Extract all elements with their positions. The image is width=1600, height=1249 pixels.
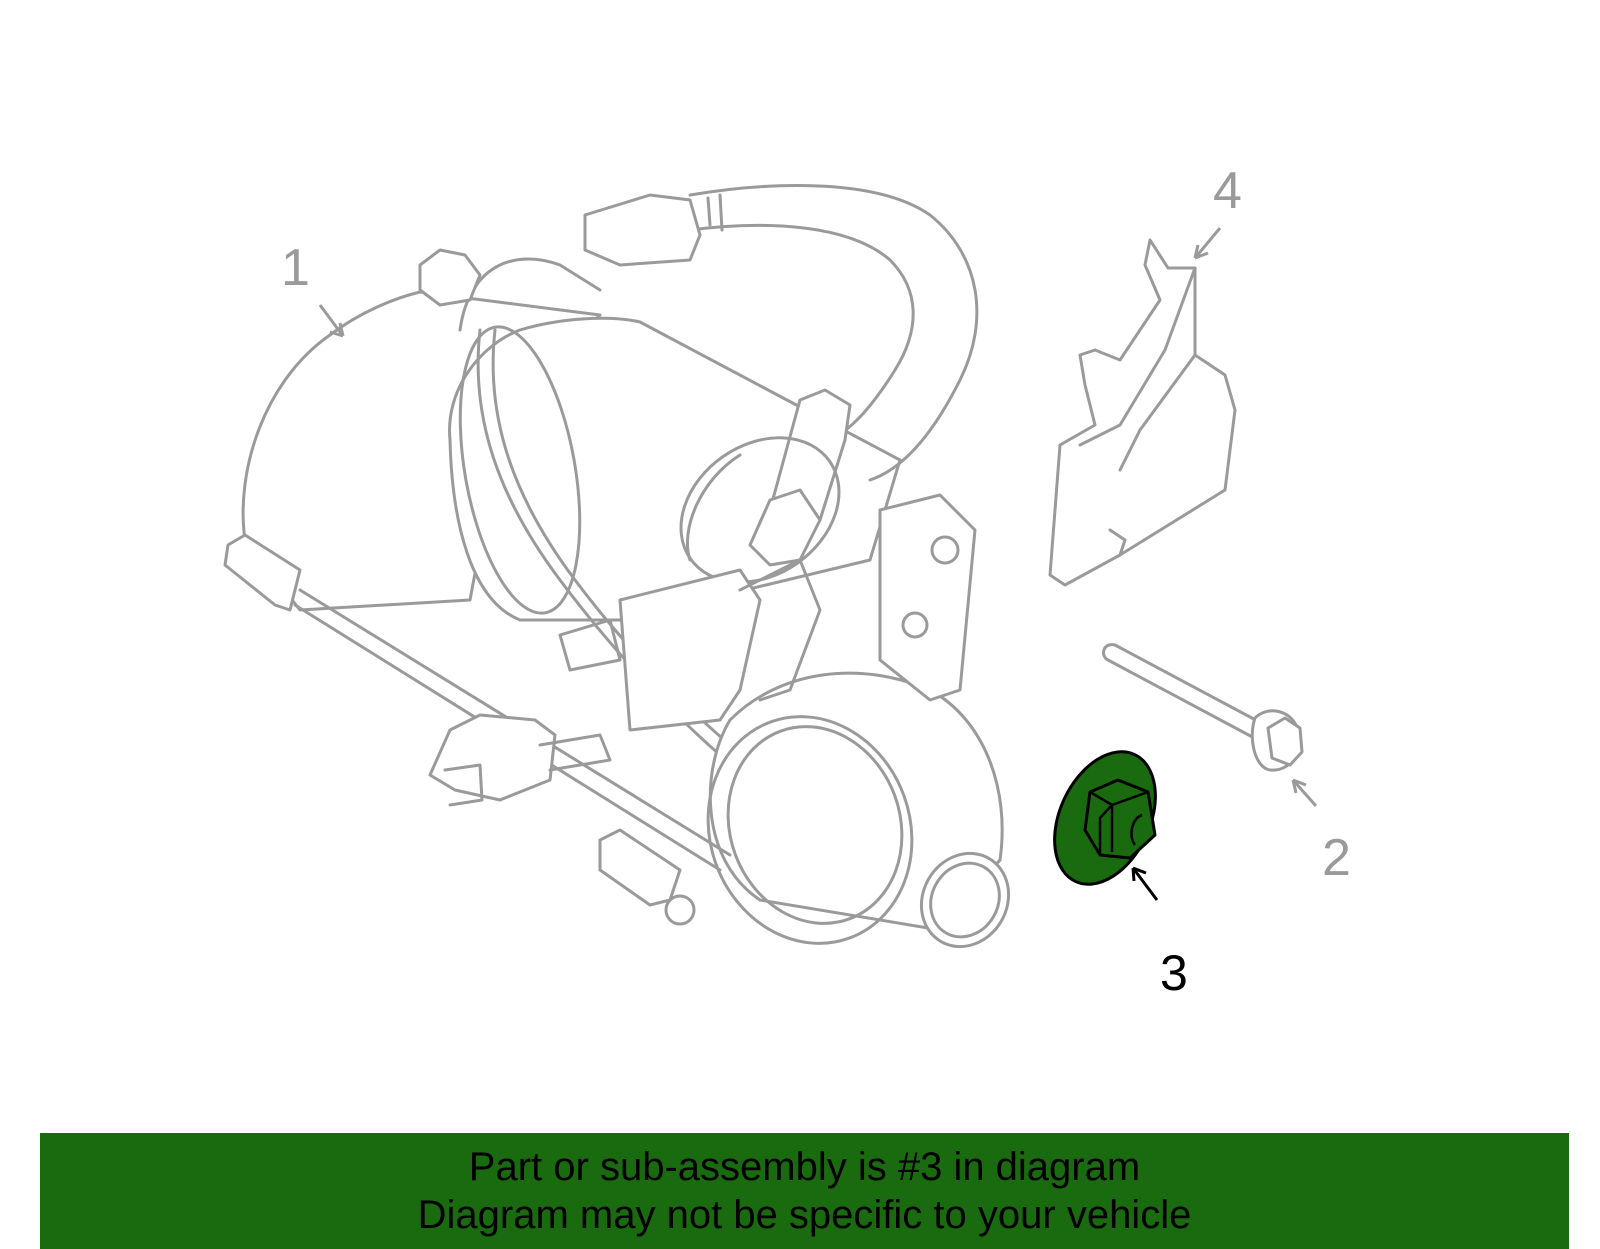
banner-line-2: Diagram may not be specific to your vehi…	[417, 1193, 1192, 1237]
callout-1: 1	[281, 239, 310, 297]
callout-arrow-4	[1193, 227, 1222, 260]
part-info-banner: Part or sub-assembly is #3 in diagram Di…	[40, 1133, 1569, 1249]
callout-2: 2	[1322, 829, 1351, 887]
flange-nut-part-3	[1053, 750, 1157, 886]
banner-line-1: Part or sub-assembly is #3 in diagram	[468, 1145, 1141, 1189]
callout-arrow-3	[1131, 866, 1159, 901]
starter-motor-part-1	[223, 184, 1011, 949]
heat-shield-part-4	[1048, 238, 1237, 587]
callout-arrow-1	[318, 304, 345, 338]
callout-3: 3	[1160, 945, 1188, 1001]
callout-4: 4	[1213, 162, 1242, 220]
callout-arrow-2	[1291, 778, 1318, 807]
bolt-part-2	[1102, 643, 1304, 772]
